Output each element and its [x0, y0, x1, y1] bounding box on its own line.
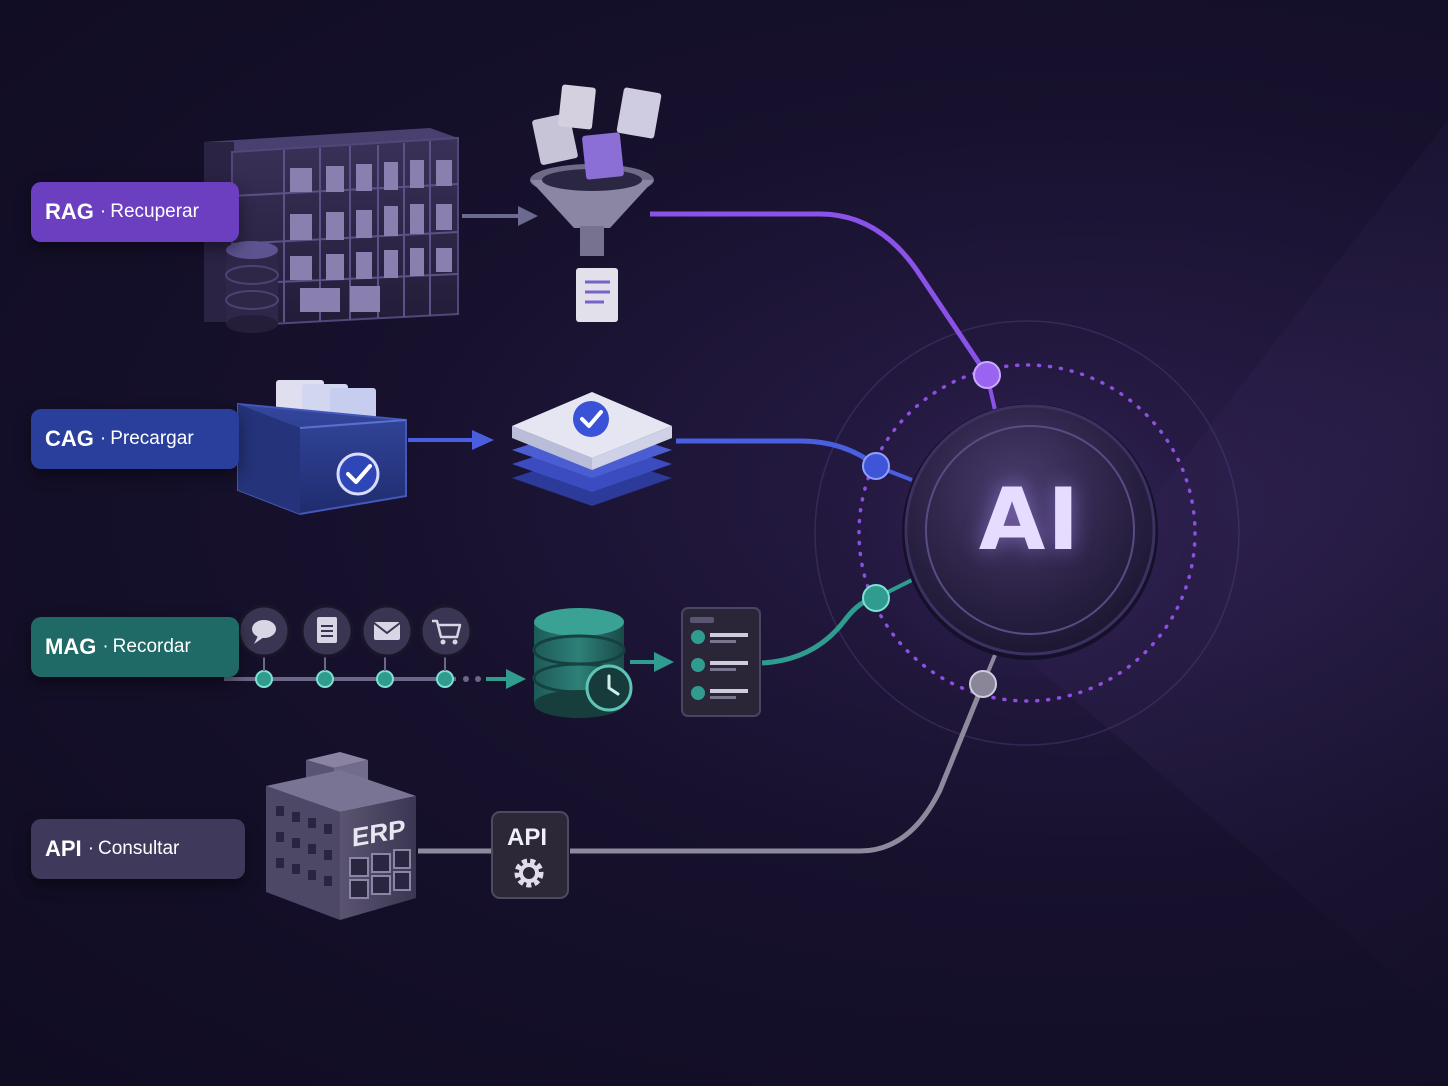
- mag-node: [862, 584, 890, 612]
- pill-cag-action: Precargar: [110, 428, 194, 449]
- pill-cag-separator: ·: [99, 428, 107, 449]
- database-icon: [225, 241, 279, 333]
- mag-arrow-head: [506, 669, 526, 689]
- mag-arrow2-head: [654, 652, 674, 672]
- pill-mag-code: MAG: [45, 634, 97, 659]
- api-box-label: API: [506, 824, 547, 851]
- pill-mag-separator: ·: [102, 636, 109, 657]
- timeline-trail-dots: [463, 676, 481, 682]
- list-icon: [681, 607, 761, 717]
- mail-icon: [360, 604, 414, 658]
- rag-node: [973, 361, 1001, 389]
- box-icon: [237, 380, 407, 516]
- pill-api-separator: ·: [87, 838, 95, 859]
- cag-node: [862, 452, 890, 480]
- pill-cag: CAG · Precargar: [31, 409, 239, 469]
- cag-arrow-head: [472, 430, 494, 450]
- ai-core: [904, 404, 1156, 656]
- timeline-stems: [263, 656, 446, 671]
- api-connector: [570, 683, 986, 854]
- pill-rag-action: Recuperar: [110, 201, 199, 222]
- layers-icon: [512, 392, 672, 506]
- ai-dotted-ring: [857, 363, 1197, 703]
- cart-icon: [419, 604, 473, 658]
- chat-icon: [237, 604, 291, 658]
- pill-api: API · Consultar: [31, 819, 245, 879]
- rag-connector: [650, 211, 990, 377]
- pill-cag-code: CAG: [45, 426, 94, 451]
- ai-core-inner-ring: [925, 425, 1135, 635]
- pill-api-action: Consultar: [98, 838, 180, 859]
- pill-mag: MAG · Recordar: [31, 617, 239, 677]
- rag-arrow-head: [518, 206, 538, 226]
- document-icon: [532, 84, 662, 322]
- document-icon: [300, 604, 354, 658]
- api-box: [491, 811, 569, 899]
- building-icon: [266, 752, 416, 920]
- ai-outer-ring: [814, 320, 1240, 746]
- clock-icon: [585, 664, 633, 712]
- check-icon: [336, 452, 380, 496]
- pill-rag: RAG · Recuperar: [31, 182, 239, 242]
- ai-label: AI: [978, 470, 1082, 570]
- api-node: [969, 670, 997, 698]
- pill-rag-code: RAG: [45, 199, 94, 224]
- pill-api-code: API: [45, 836, 82, 861]
- gear-icon: [514, 858, 544, 888]
- file-cabinet-icon: [204, 128, 459, 328]
- pill-mag-action: Recordar: [112, 636, 191, 657]
- pill-rag-separator: ·: [99, 201, 107, 222]
